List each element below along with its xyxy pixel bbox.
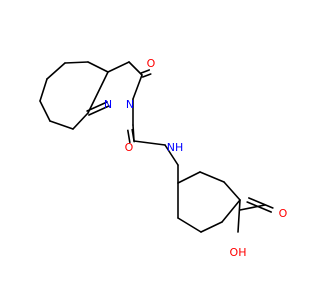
double-bond — [140, 69, 151, 74]
double-bond — [127, 129, 131, 144]
single-bond — [164, 144, 179, 166]
single-bond — [39, 78, 48, 102]
single-bond — [87, 61, 109, 73]
single-bond — [177, 217, 202, 233]
single-bond — [221, 199, 241, 223]
double-bond — [131, 128, 135, 143]
single-bond — [128, 61, 143, 76]
single-bond — [199, 171, 225, 183]
single-bond — [132, 74, 143, 100]
bond-layer — [39, 61, 274, 233]
atom-o-amide: O — [125, 141, 134, 154]
double-bond — [88, 105, 110, 116]
single-bond — [49, 120, 74, 130]
atom-nh-amide: NH — [167, 141, 184, 154]
double-bond — [246, 201, 272, 213]
atom-label-layer: O N N O NH O OH — [104, 57, 288, 259]
single-bond — [200, 221, 223, 233]
atom-o-ketone: O — [147, 57, 156, 70]
single-bond — [72, 112, 89, 130]
single-bond — [239, 204, 266, 211]
molecule-structure: O N N O NH O OH — [39, 57, 288, 259]
atom-o-acid: O — [279, 207, 288, 220]
single-bond — [107, 61, 130, 73]
double-bond — [141, 73, 152, 78]
single-bond — [177, 171, 201, 184]
double-bond — [248, 197, 274, 209]
single-bond — [87, 71, 109, 114]
single-bond — [46, 62, 66, 80]
atom-n-ring-1: N — [104, 98, 112, 111]
single-bond — [237, 199, 241, 233]
single-bond — [64, 61, 89, 64]
single-bond — [133, 140, 166, 146]
double-bond — [86, 101, 108, 112]
single-bond — [223, 181, 241, 201]
atom-oh-acid: OH — [230, 246, 247, 259]
atom-n-ring-2: N — [126, 98, 134, 111]
single-bond — [39, 100, 51, 122]
